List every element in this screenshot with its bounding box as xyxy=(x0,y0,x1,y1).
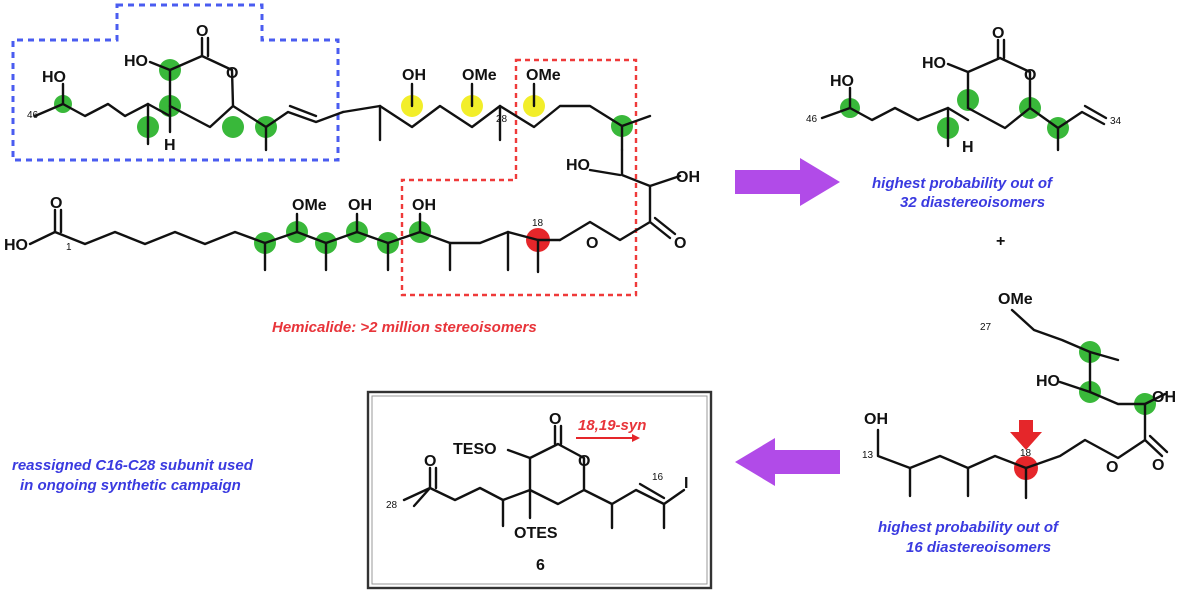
label-oh: OH xyxy=(348,197,372,214)
label-ome: OMe xyxy=(292,197,327,214)
label-o: O xyxy=(424,453,436,470)
label-o: O xyxy=(578,453,590,470)
num-13: 13 xyxy=(862,450,874,461)
reassigned-caption-1: reassigned C16-C28 subunit used xyxy=(12,457,254,474)
main-molecule-right-ring xyxy=(558,148,682,242)
main-molecule-bottom xyxy=(28,208,562,274)
label-ho: HO xyxy=(124,53,148,70)
num-18: 18 xyxy=(1020,448,1032,459)
num-46: 46 xyxy=(806,114,818,125)
label-ome: OMe xyxy=(998,291,1033,308)
label-o: O xyxy=(674,235,686,252)
label-o: O xyxy=(50,195,62,212)
main-molecule-top xyxy=(33,36,652,152)
num-34: 34 xyxy=(1110,116,1122,127)
blue-dashed-frame xyxy=(11,3,340,162)
main-molecule-labels: HO HO O O H OH OMe OMe HO OH O O O HO OM… xyxy=(4,23,700,254)
num-1: 1 xyxy=(66,242,72,253)
arrow-right xyxy=(735,158,840,206)
fragment-a: HO HO O O H 46 34 xyxy=(806,25,1122,156)
label-oh: OH xyxy=(1152,389,1176,406)
fragment-a-caption-2: 32 diastereoisomers xyxy=(900,194,1045,211)
compound-6-box xyxy=(366,390,713,590)
label-o: O xyxy=(992,25,1004,42)
fragment-b-caption-1: highest probability out of xyxy=(878,519,1060,536)
label-h: H xyxy=(164,137,176,154)
fragment-b: OMe HO OH O O OH 27 13 18 xyxy=(862,291,1176,500)
label-oh: OH xyxy=(864,411,888,428)
label-teso: TESO xyxy=(453,441,497,458)
label-oh: OH xyxy=(412,197,436,214)
label-o: O xyxy=(226,65,238,82)
label-otes: OTES xyxy=(514,525,558,542)
label-o: O xyxy=(549,411,561,428)
syn-label: 18,19-syn xyxy=(578,417,646,434)
fragment-a-caption-1: highest probability out of xyxy=(872,175,1054,192)
reassigned-caption-2: in ongoing synthetic campaign xyxy=(20,477,241,494)
label-h: H xyxy=(962,139,974,156)
num-46: 46 xyxy=(27,110,39,121)
red-down-arrow xyxy=(1010,420,1042,450)
label-o: O xyxy=(1106,459,1118,476)
label-oh: OH xyxy=(676,169,700,186)
fragment-b-caption-2: 16 diastereoisomers xyxy=(906,539,1051,556)
label-ho: HO xyxy=(830,73,854,90)
compound-6: 18,19-syn O TESO O O OTES I 28 16 6 xyxy=(386,411,688,574)
label-o: O xyxy=(586,235,598,252)
hemicalide-caption: Hemicalide: >2 million stereoisomers xyxy=(272,319,537,336)
compound-number: 6 xyxy=(536,557,545,574)
label-o: O xyxy=(1152,457,1164,474)
label-o: O xyxy=(196,23,208,40)
label-i: I xyxy=(684,475,688,492)
label-ho: HO xyxy=(4,237,28,254)
green-stereocenters xyxy=(54,59,633,254)
label-ho: HO xyxy=(566,157,590,174)
num-28: 28 xyxy=(386,500,398,511)
label-ho: HO xyxy=(922,55,946,72)
num-28: 28 xyxy=(496,114,508,125)
label-ho: HO xyxy=(42,69,66,86)
label-ome: OMe xyxy=(526,67,561,84)
red-dashed-frame xyxy=(400,58,638,297)
num-27: 27 xyxy=(980,322,992,333)
label-oh: OH xyxy=(402,67,426,84)
arrow-left xyxy=(735,438,840,486)
num-16: 16 xyxy=(652,472,664,483)
label-o: O xyxy=(1024,67,1036,84)
num-18: 18 xyxy=(532,218,544,229)
label-ome: OMe xyxy=(462,67,497,84)
label-ho: HO xyxy=(1036,373,1060,390)
plus-sign: + xyxy=(996,233,1005,250)
